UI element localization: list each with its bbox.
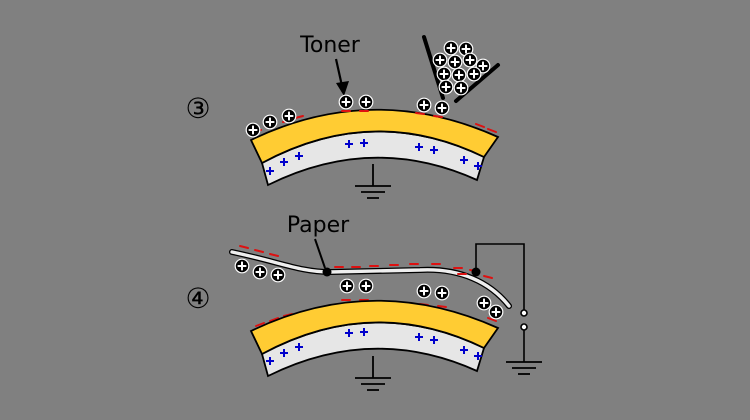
paper-label: Paper xyxy=(287,213,350,238)
positive-charges-3 xyxy=(266,139,482,175)
step-3-marker: ③ xyxy=(185,92,210,125)
toner-arrow xyxy=(334,58,349,96)
step-3-group: ③ Toner xyxy=(185,33,500,199)
ground-symbol-icon xyxy=(506,361,542,375)
ground-symbol-icon xyxy=(355,164,391,199)
positive-charges-4 xyxy=(266,328,482,365)
photoconductor-layer-4 xyxy=(249,299,500,356)
ground-symbol-icon xyxy=(355,356,391,391)
photoconductor-layer-3 xyxy=(249,108,500,165)
transfer-circuit xyxy=(475,243,528,362)
paper-contact-dot xyxy=(322,267,332,277)
step-4-marker: ④ xyxy=(185,282,210,315)
paper-pointer xyxy=(314,238,326,269)
negative-charges-paper xyxy=(239,245,493,279)
step-4-group: ④ Paper xyxy=(185,213,542,391)
negative-charges-4 xyxy=(255,299,497,327)
toner-hopper-icon xyxy=(422,35,500,103)
toner-label: Toner xyxy=(299,33,361,58)
